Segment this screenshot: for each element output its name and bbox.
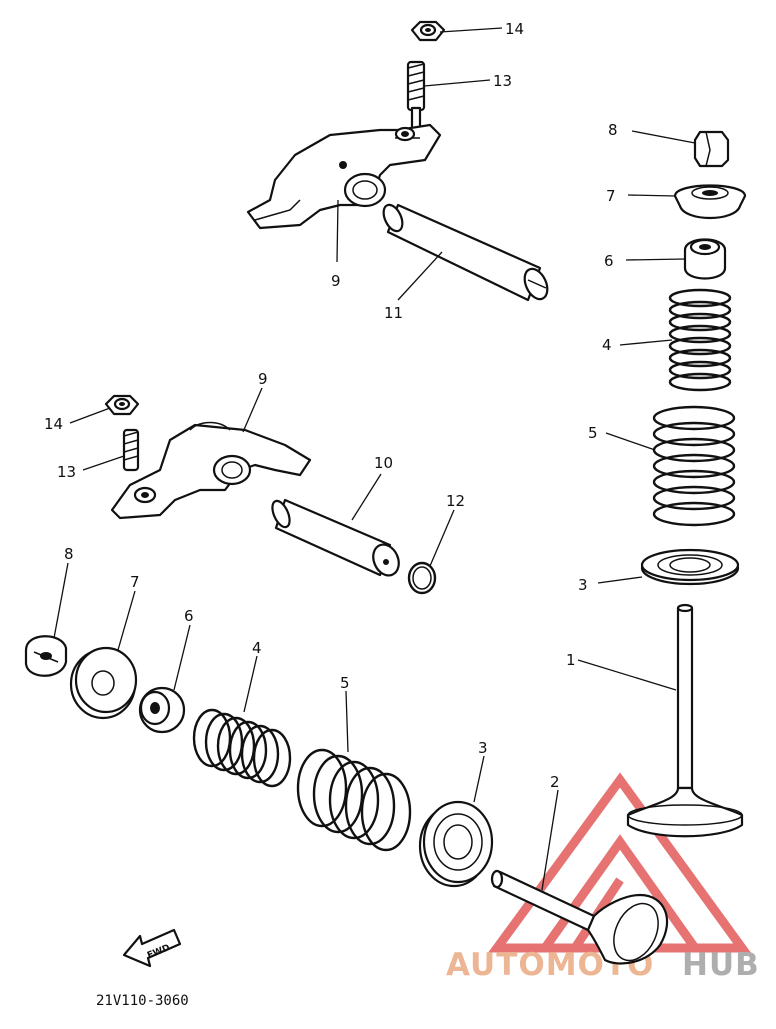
part-5-outer-spring-bottom [296,748,412,852]
callout-8-right: 8 [608,121,618,139]
callout-13-top: 13 [493,72,512,90]
part-8-cotter-bottom [24,635,68,677]
part-1-valve-right [626,603,744,838]
callout-13-mid: 13 [57,463,76,481]
callout-7-bottom: 7 [130,573,140,591]
callout-9-mid: 9 [258,370,268,388]
forward-direction-arrow: FWD [122,928,182,968]
callout-3-bottom: 3 [478,739,488,757]
callout-8-bottom: 8 [64,545,74,563]
callout-6-right: 6 [604,252,614,270]
watermark-text-hub: HUB [682,947,760,983]
part-3-spring-seat-right [640,548,740,586]
callout-2-bottom: 2 [550,773,560,791]
callout-4-right: 4 [602,336,612,354]
callout-labels: 14 13 9 11 8 7 6 4 5 3 1 9 14 13 10 12 8… [44,20,618,791]
callout-12-mid: 12 [446,492,465,510]
callout-1-right: 1 [566,651,576,669]
leader-lines [53,27,696,891]
part-13-adjusting-screw-top [406,60,426,132]
part-11-rocker-shaft-top [382,203,549,302]
part-9-rocker-arm-top [246,123,442,230]
part-12-o-ring-mid [407,561,437,595]
part-2-valve-bottom [490,869,669,965]
callout-10-mid: 10 [374,454,393,472]
callout-11-top: 11 [384,304,403,322]
part-14-nut-mid [104,394,140,416]
part-6-seal-right [683,238,727,280]
callout-7-right: 7 [606,187,616,205]
part-7-retainer-right [673,184,747,220]
callout-5-right: 5 [588,424,598,442]
part-14-nut-top [410,20,446,42]
part-10-rocker-shaft-mid [271,498,400,577]
part-13-adjusting-screw-mid [122,428,140,472]
part-9-rocker-arm-mid [110,421,312,520]
diagram-code: 21V110-3060 [96,993,189,1009]
part-6-seal-bottom [138,686,186,734]
part-7-retainer-bottom [69,646,138,720]
callout-9-top: 9 [331,272,341,290]
callout-14-top: 14 [505,20,524,38]
callout-5-bottom: 5 [340,674,350,692]
part-5-outer-spring-right [652,405,736,527]
part-3-spring-seat-bottom [418,800,494,888]
part-4-inner-spring-right [668,288,732,392]
callout-6-bottom: 6 [184,607,194,625]
part-8-cotter-right [693,130,730,168]
callout-4-bottom: 4 [252,639,262,657]
callout-14-mid: 14 [44,415,63,433]
part-4-inner-spring-bottom [192,708,292,788]
callout-3-right: 3 [578,576,588,594]
